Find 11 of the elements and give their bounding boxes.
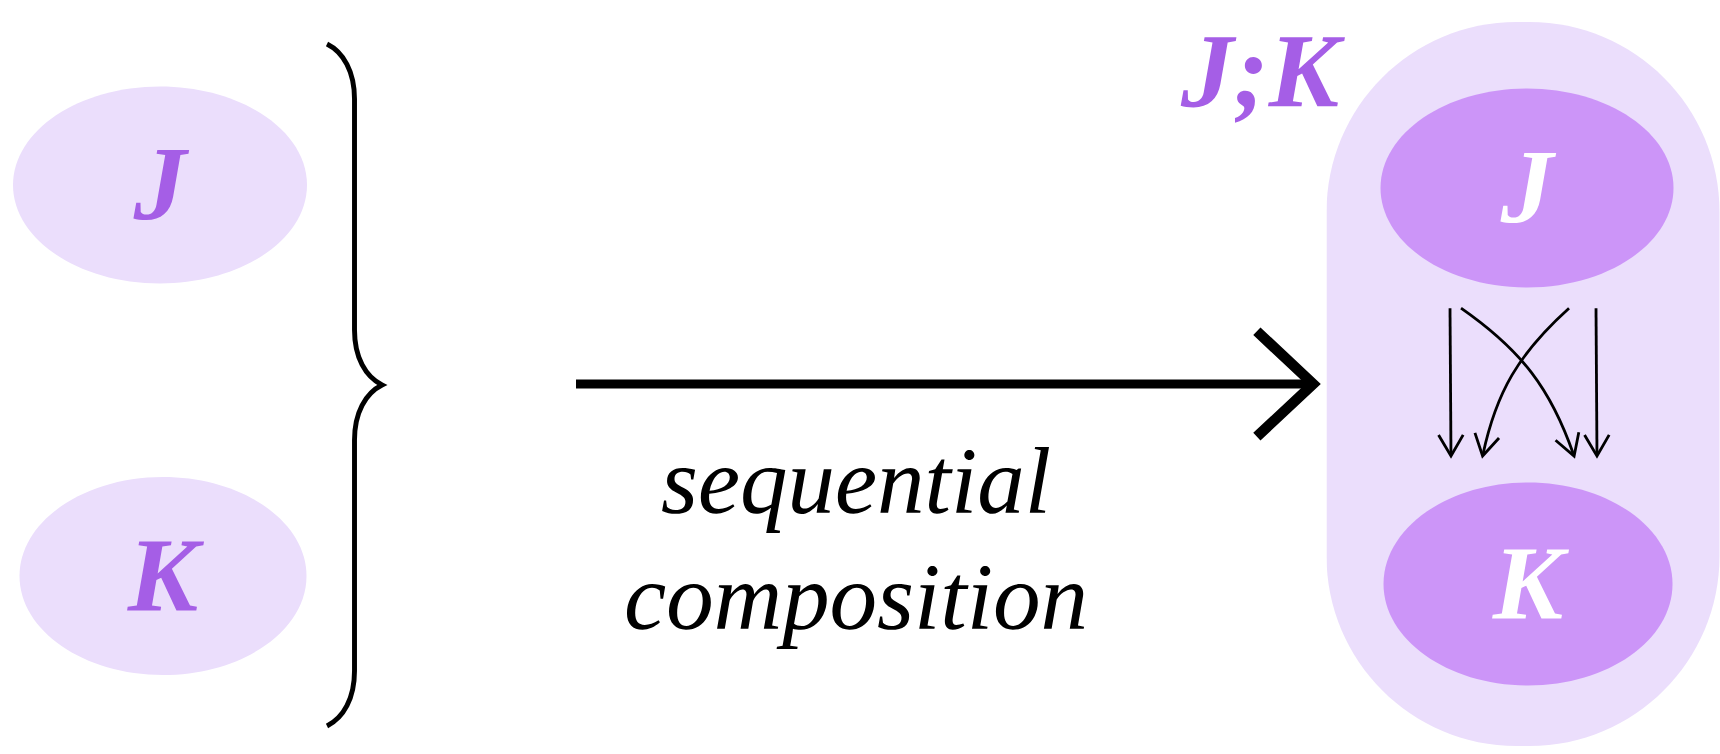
blob: J xyxy=(13,86,307,284)
arrow xyxy=(1583,308,1611,459)
arrow xyxy=(1460,307,1581,459)
node-label: J;K xyxy=(1180,37,1345,123)
blob: J xyxy=(1380,88,1674,288)
blob: K xyxy=(1383,482,1673,686)
edge-label: sequential composition xyxy=(627,446,1085,650)
arrow xyxy=(576,327,1321,441)
arrow xyxy=(1437,308,1465,459)
arrow xyxy=(1473,307,1570,459)
blob: K xyxy=(19,477,307,675)
